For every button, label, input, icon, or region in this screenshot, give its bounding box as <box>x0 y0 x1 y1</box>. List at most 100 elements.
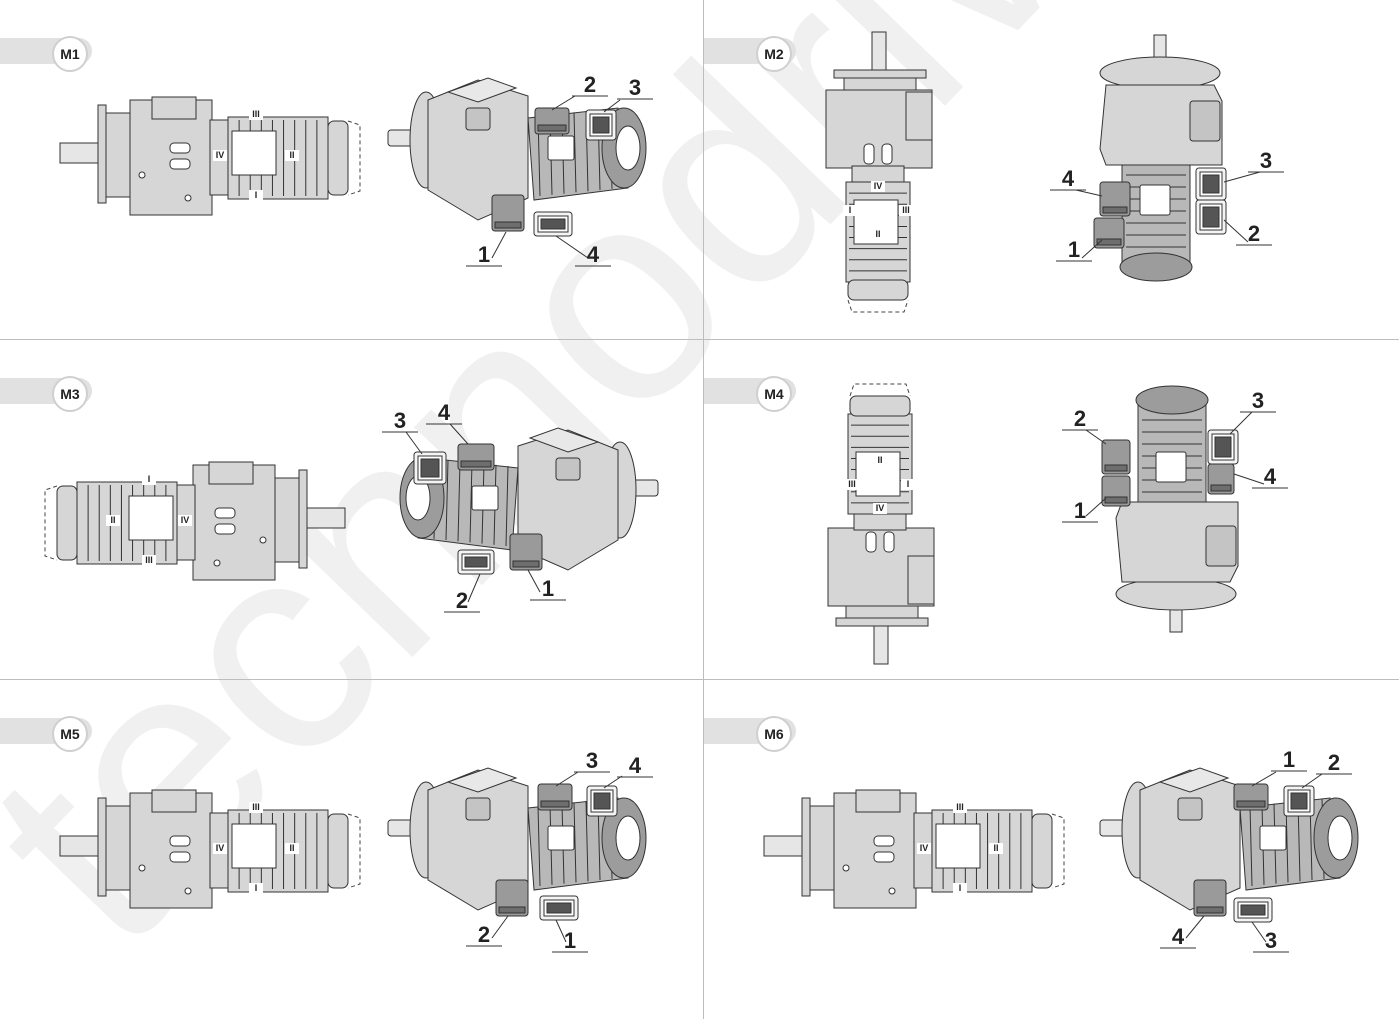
position-label-III: III <box>252 109 260 119</box>
terminal-box-1-lip <box>1104 496 1128 504</box>
position-label-III: III <box>902 205 910 215</box>
terminal-box-1-lip <box>1236 800 1266 808</box>
output-shaft <box>59 835 101 857</box>
position-label-bg <box>873 503 887 514</box>
housing-top <box>528 427 600 453</box>
housing-top <box>151 96 197 120</box>
callout-leader <box>1085 429 1107 445</box>
fan-cover <box>1031 813 1053 889</box>
position-label-II: II <box>289 150 294 160</box>
callout-number-3: 3 <box>394 408 406 433</box>
terminal-box-4-lip <box>1210 484 1232 492</box>
callout-leader <box>491 231 507 259</box>
mounting-flange <box>833 69 927 79</box>
output-shaft <box>304 507 346 529</box>
terminal-box-3-core <box>420 458 440 478</box>
housing-top <box>855 789 901 813</box>
panel-label: M6 <box>756 716 792 752</box>
housing-slot <box>169 835 191 847</box>
callout-leader <box>1081 239 1103 259</box>
cooling-fin <box>1249 805 1253 887</box>
callout-leader <box>555 919 567 943</box>
callout-leader <box>491 915 509 939</box>
position-label-II: II <box>110 515 115 525</box>
fan-cover <box>847 279 909 301</box>
callout-number-2: 2 <box>1074 406 1086 431</box>
housing-cover <box>465 797 491 821</box>
terminal-box-2-core <box>464 556 488 568</box>
side-view <box>763 789 1065 909</box>
callout-number-4: 4 <box>629 753 642 778</box>
callout-number-1: 1 <box>1283 747 1295 772</box>
position-label-III: III <box>145 555 153 565</box>
position-label-bg <box>142 555 156 566</box>
terminal-box-2-lip <box>537 124 567 132</box>
terminal-box-4-core <box>540 218 566 230</box>
callout-leader <box>1085 497 1107 517</box>
callout-leader <box>1229 411 1253 435</box>
terminal-box-4-lip <box>1102 206 1128 214</box>
terminal-box-3-lip <box>540 800 570 808</box>
side-view <box>59 789 361 909</box>
position-label-III: III <box>252 802 260 812</box>
fan-cover <box>1135 385 1209 415</box>
terminal-box-3-core <box>592 116 610 134</box>
fan-cover <box>1119 252 1193 282</box>
position-label-IV: IV <box>216 843 225 853</box>
position-label-bg <box>917 843 931 854</box>
terminal-box-2-core <box>1290 792 1308 810</box>
cooling-fin <box>505 465 509 547</box>
output-shaft <box>763 835 805 857</box>
brake-outline <box>849 383 911 397</box>
callout-number-4: 4 <box>587 242 600 267</box>
housing-slot <box>873 851 895 863</box>
position-label-II: II <box>993 843 998 853</box>
terminal-box-3-core <box>1214 436 1232 458</box>
position-label-bg <box>899 205 913 216</box>
callout-leader <box>449 423 469 445</box>
position-label-I: I <box>255 883 258 893</box>
position-label-bg <box>106 515 120 526</box>
callout-number-3: 3 <box>1265 928 1277 953</box>
fan-cover <box>327 813 349 889</box>
grid-divider-horizontal-2 <box>0 679 1399 680</box>
mounting-flange <box>801 797 811 897</box>
callout-number-1: 1 <box>542 576 554 601</box>
panel-label: M4 <box>756 376 792 412</box>
housing-top <box>446 77 518 103</box>
callout-number-4: 4 <box>1172 924 1185 949</box>
housing-cover <box>1205 525 1237 567</box>
position-label-bg <box>953 883 967 894</box>
callout-number-1: 1 <box>564 928 576 953</box>
callout-number-1: 1 <box>478 242 490 267</box>
position-label-I: I <box>255 190 258 200</box>
housing-slot <box>873 835 895 847</box>
position-label-IV: IV <box>874 181 883 191</box>
fan-cover <box>327 120 349 196</box>
grid-divider-vertical <box>703 0 704 1019</box>
housing-side <box>905 91 933 141</box>
position-label-bg <box>873 455 887 466</box>
position-label-IV: IV <box>876 503 885 513</box>
callout-leader <box>555 771 579 787</box>
callout-number-1: 1 <box>1068 237 1080 262</box>
terminal-box-3-core <box>1202 174 1220 194</box>
callout-number-2: 2 <box>1248 221 1260 246</box>
side-view <box>59 96 361 216</box>
cooling-fin <box>585 801 589 882</box>
callout-leader <box>1185 915 1205 939</box>
position-label-I: I <box>148 474 151 484</box>
position-label-IV: IV <box>920 843 929 853</box>
output-shaft <box>871 31 887 73</box>
terminal-box-4-core <box>593 792 611 810</box>
housing-slot <box>883 531 895 553</box>
callout-leader <box>1251 921 1267 943</box>
cooling-fin <box>573 112 577 193</box>
